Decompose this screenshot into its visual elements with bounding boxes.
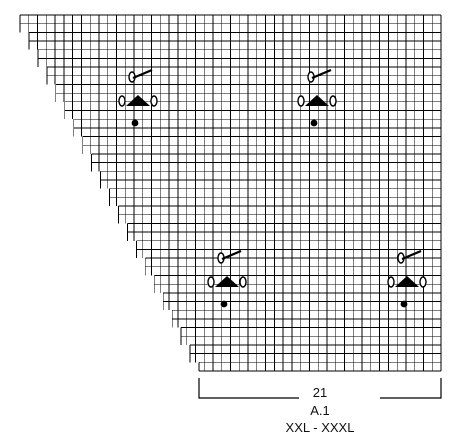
stitch-count-label: 21 bbox=[312, 385, 328, 400]
motif-2-icon bbox=[297, 68, 337, 127]
size-label: XXL - XXXL bbox=[285, 420, 355, 435]
motif-4-icon bbox=[387, 249, 427, 308]
chart-symbols bbox=[118, 68, 427, 308]
motif-1-icon bbox=[118, 68, 158, 127]
motif-3-icon bbox=[207, 249, 247, 308]
chart-grid bbox=[19, 14, 442, 372]
chart-name-label: A.1 bbox=[310, 403, 330, 418]
stitch-count-bracket bbox=[198, 378, 442, 399]
